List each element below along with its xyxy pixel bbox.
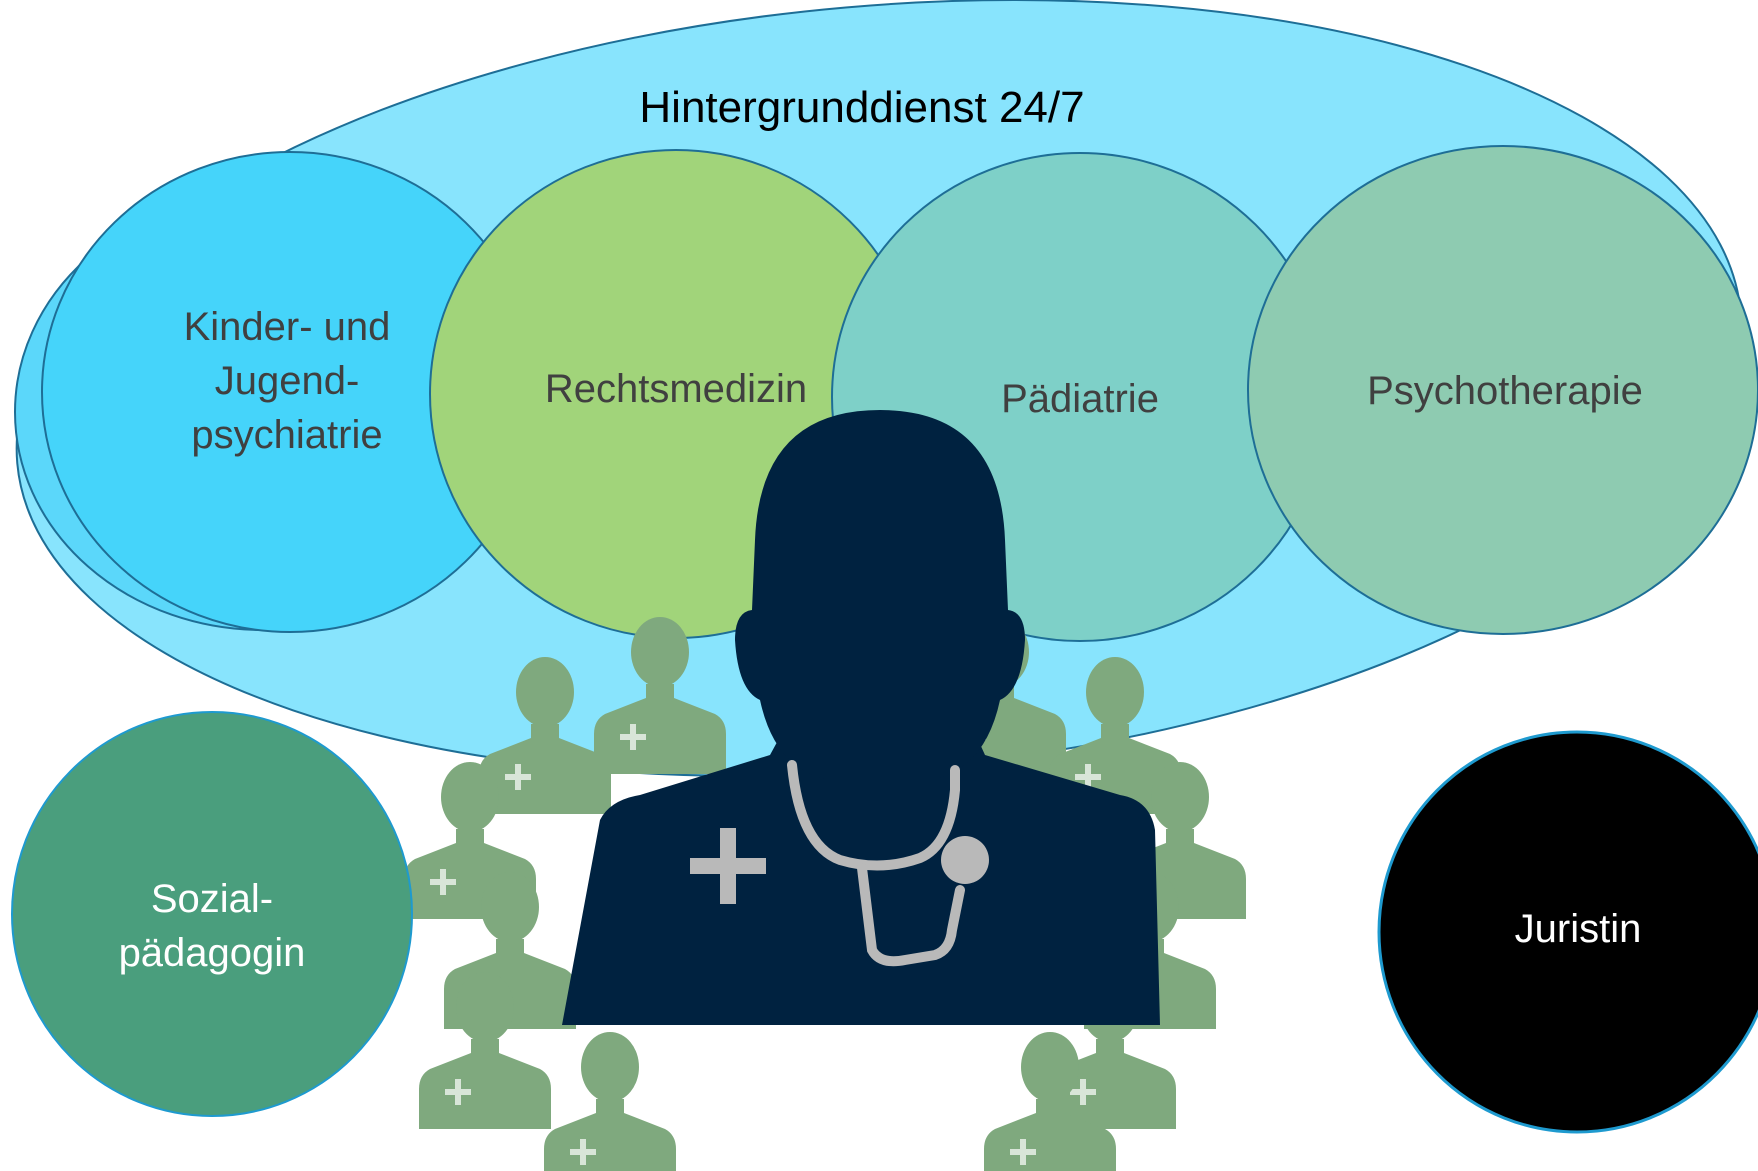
forensic-medicine-label: Rechtsmedizin bbox=[545, 367, 807, 411]
label-line: psychiatrie bbox=[191, 413, 382, 457]
lawyer-label: Juristin bbox=[1515, 907, 1642, 951]
social-pedagogue-label: Sozial-pädagogin bbox=[119, 877, 306, 975]
psychotherapy-label: Psychotherapie bbox=[1367, 369, 1643, 413]
label-line: Psychotherapie bbox=[1367, 369, 1643, 413]
stethoscope-chestpiece bbox=[941, 836, 989, 884]
social-pedagogue-circle bbox=[11, 711, 413, 1117]
medical-cross-icon bbox=[690, 828, 766, 904]
lawyer-circle bbox=[1377, 730, 1758, 1134]
label-line: Kinder- und bbox=[184, 305, 391, 349]
pediatrics-label: Pädiatrie bbox=[1001, 377, 1159, 421]
label-line: Jugend- bbox=[215, 359, 360, 403]
team-member-icon bbox=[544, 1032, 676, 1171]
psychotherapy-circle bbox=[1247, 145, 1758, 635]
stethoscope-icon bbox=[787, 760, 965, 967]
background-service-title: Hintergrunddienst 24/7 bbox=[639, 83, 1084, 132]
label-line: Pädiatrie bbox=[1001, 377, 1159, 421]
doctor-icon bbox=[562, 410, 1160, 1025]
label-line: pädagogin bbox=[119, 931, 306, 975]
label-line: Rechtsmedizin bbox=[545, 367, 807, 411]
label-line: Sozial- bbox=[151, 877, 273, 921]
doctor-head bbox=[735, 410, 1025, 780]
side-roles: Sozial-pädagogin Juristin bbox=[11, 711, 1758, 1134]
label-line: Juristin bbox=[1515, 907, 1642, 951]
